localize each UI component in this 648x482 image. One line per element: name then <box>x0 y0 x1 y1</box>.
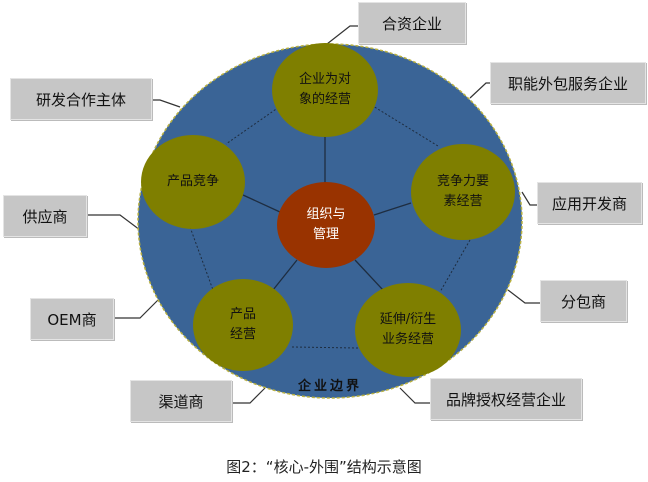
partner-box-subcontractor: 分包商 <box>540 280 627 322</box>
partner-box-channel: 渠道商 <box>130 380 232 422</box>
node-circle <box>411 144 515 240</box>
node-circle <box>355 283 461 377</box>
node-core-organization: 组织与 管理 <box>306 207 346 242</box>
partner-box-joint-venture: 合资企业 <box>358 2 466 44</box>
node-circle <box>141 135 245 229</box>
node-competitiveness-factors: 竞争力要 素经营 <box>436 174 489 209</box>
node-product-competition: 产品竞争 <box>166 174 219 189</box>
partner-box-oem: OEM商 <box>30 298 114 340</box>
spoke-lines <box>242 137 412 291</box>
node-circle <box>193 279 293 371</box>
core-circle <box>277 182 375 268</box>
partner-box-app-developer: 应用开发商 <box>537 182 642 224</box>
leader-lines <box>85 25 540 404</box>
node-product-operation: 产品 经营 <box>229 307 256 342</box>
figure-caption: 图2：“核心-外围”结构示意图 <box>226 458 422 476</box>
enterprise-boundary-label: 企业边界 <box>297 379 362 394</box>
partner-box-brand-licensee: 品牌授权经营企业 <box>430 378 582 420</box>
ring-lines <box>189 102 471 349</box>
node-extended-business: 延伸/衍生 业务经营 <box>379 312 437 347</box>
partner-box-outsourcing: 职能外包服务企业 <box>490 62 646 104</box>
node-enterprise-as-object: 企业为对 象的经营 <box>298 72 351 107</box>
node-circle <box>272 43 378 137</box>
partner-box-supplier: 供应商 <box>3 195 87 237</box>
partner-box-rd-partner: 研发合作主体 <box>10 78 152 120</box>
